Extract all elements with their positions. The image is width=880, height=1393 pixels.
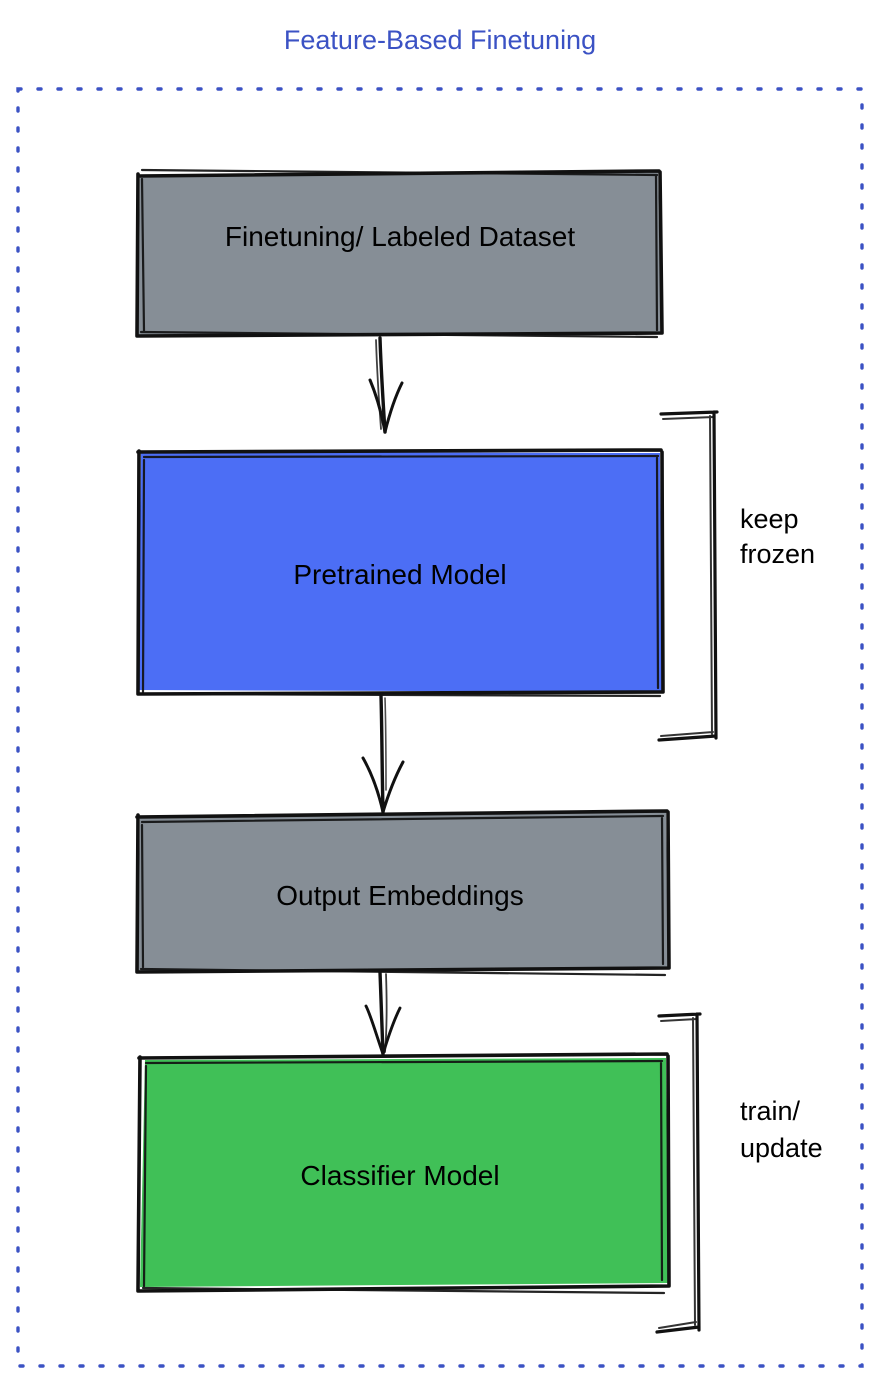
label-keep-frozen: keep frozen <box>740 504 815 569</box>
node-pretrained-model[interactable]: Pretrained Model <box>136 448 665 698</box>
edge-embeddings-to-classifier <box>364 970 402 1056</box>
bracket-keep-frozen <box>657 410 719 742</box>
bracket-train-update <box>655 1012 702 1334</box>
node-pretrained-outline-a <box>136 448 665 696</box>
train-update-line2: update <box>740 1133 823 1163</box>
node-embeddings-outline-a <box>135 809 671 974</box>
node-classifier-label: Classifier Model <box>300 1160 499 1191</box>
node-pretrained-label: Pretrained Model <box>293 559 506 590</box>
node-dataset[interactable]: Finetuning/ Labeled Dataset <box>135 168 664 339</box>
node-classifier-fill <box>140 1058 668 1287</box>
node-output-embeddings[interactable]: Output Embeddings <box>135 809 671 977</box>
node-classifier-model[interactable]: Classifier Model <box>136 1052 671 1295</box>
node-embeddings-label: Output Embeddings <box>276 880 524 911</box>
node-dataset-label: Finetuning/ Labeled Dataset <box>225 221 575 252</box>
node-classifier-outline-a <box>136 1052 671 1293</box>
node-dataset-outline-b <box>139 168 659 339</box>
node-embeddings-outline-b <box>139 814 667 977</box>
node-pretrained-outline-b <box>141 454 662 698</box>
edge-pretrained-to-embeddings <box>361 694 405 814</box>
page-title: Feature-Based Finetuning <box>284 25 596 55</box>
node-classifier-outline-b <box>141 1059 666 1295</box>
keep-frozen-line1: keep <box>740 504 799 534</box>
keep-frozen-line2: frozen <box>740 539 815 569</box>
node-embeddings-fill <box>138 812 668 971</box>
node-dataset-fill <box>138 172 661 335</box>
node-pretrained-fill <box>139 452 662 692</box>
dashed-container-border <box>16 87 864 1368</box>
label-train-update: train/ update <box>740 1096 823 1163</box>
train-update-line1: train/ <box>740 1096 801 1126</box>
edge-dataset-to-pretrained <box>368 336 404 434</box>
